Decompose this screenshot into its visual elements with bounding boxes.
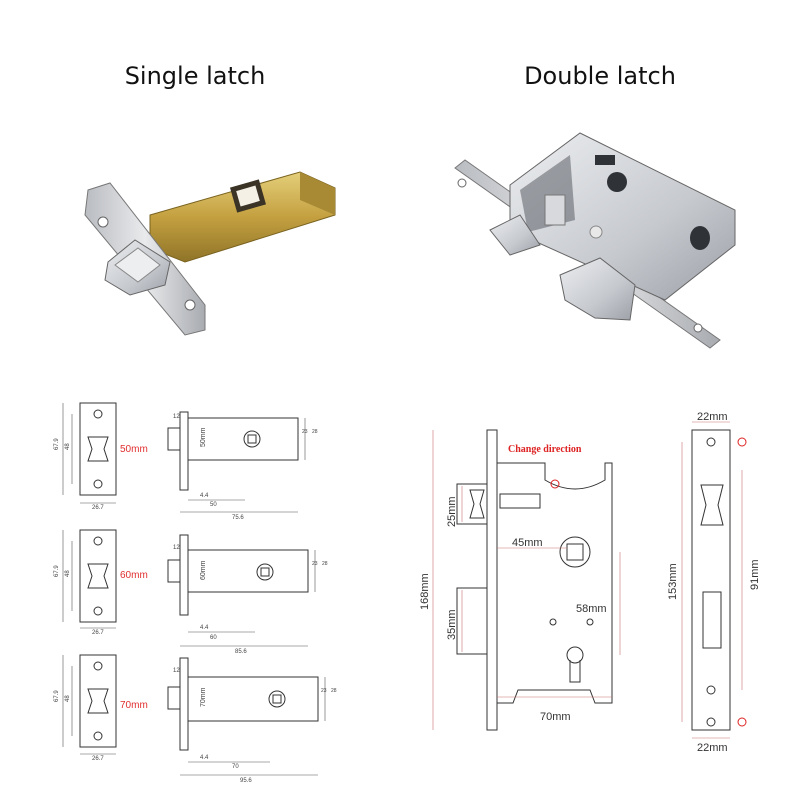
side-length-label: 60	[210, 635, 217, 641]
side-h2-label: 28	[312, 429, 318, 435]
front-height-label: 67.9	[54, 565, 60, 577]
size-label-70mm: 70mm	[120, 700, 148, 711]
double-latch-heading: Double latch	[524, 62, 676, 90]
side-h2-label: 28	[322, 561, 328, 567]
side-h1-label: 23	[312, 561, 318, 567]
dim-22mm-bottom: 22mm	[697, 742, 728, 754]
side-total-label: 85.6	[235, 649, 247, 655]
change-direction-label: Change direction	[508, 444, 582, 455]
dim-58mm: 58mm	[576, 603, 607, 615]
side-total-label: 95.6	[240, 778, 252, 784]
front-width-label: 26.7	[92, 505, 104, 511]
side-h1-label: 23	[321, 688, 327, 694]
side-h2-label: 28	[331, 688, 337, 694]
front-height-label: 67.9	[54, 690, 60, 702]
side-view	[167, 411, 306, 513]
dim-25mm: 25mm	[446, 496, 458, 527]
dim-153mm: 153mm	[667, 563, 679, 600]
side-backset-label: 60mm	[200, 560, 207, 580]
dim-22mm-top: 22mm	[697, 411, 728, 423]
double-latch-drawing	[432, 421, 747, 739]
size-label-60mm: 60mm	[120, 570, 148, 581]
dim-91mm: 91mm	[749, 559, 761, 590]
size-label-50mm: 50mm	[120, 444, 148, 455]
front-hole-label: 48	[65, 570, 71, 577]
side-total-label: 75.6	[232, 515, 244, 521]
double-latch-photo	[454, 132, 736, 349]
front-view	[62, 654, 117, 755]
single-latch-photo	[84, 171, 336, 336]
single-drawing-row-1	[62, 402, 306, 513]
side-offset-label: 4.4	[200, 625, 209, 631]
side-backset-label: 50mm	[200, 427, 207, 447]
single-latch-heading: Single latch	[124, 62, 266, 90]
side-view	[167, 534, 316, 647]
dim-35mm: 35mm	[446, 609, 458, 640]
dim-70mm: 70mm	[540, 711, 571, 723]
dim-45mm: 45mm	[512, 537, 543, 549]
single-drawing-row-3	[62, 654, 326, 776]
side-view	[167, 657, 326, 776]
front-hole-label: 48	[65, 695, 71, 702]
side-backset-label: 70mm	[200, 687, 207, 707]
dim-168mm: 168mm	[419, 573, 431, 610]
side-length-label: 50	[210, 502, 217, 508]
side-offset-label: 4.4	[200, 755, 209, 761]
front-width-label: 26.7	[92, 630, 104, 636]
side-offset-label: 4.4	[200, 493, 209, 499]
front-view	[62, 402, 117, 504]
front-hole-label: 48	[65, 443, 71, 450]
side-top-label: 12	[173, 545, 180, 551]
side-h1-label: 23	[302, 429, 308, 435]
front-view	[62, 529, 117, 629]
single-drawing-row-2	[62, 529, 316, 647]
front-height-label: 67.9	[54, 438, 60, 450]
side-top-label: 12	[173, 414, 180, 420]
side-length-label: 70	[232, 764, 239, 770]
side-top-label: 12	[173, 668, 180, 674]
front-width-label: 26.7	[92, 756, 104, 762]
